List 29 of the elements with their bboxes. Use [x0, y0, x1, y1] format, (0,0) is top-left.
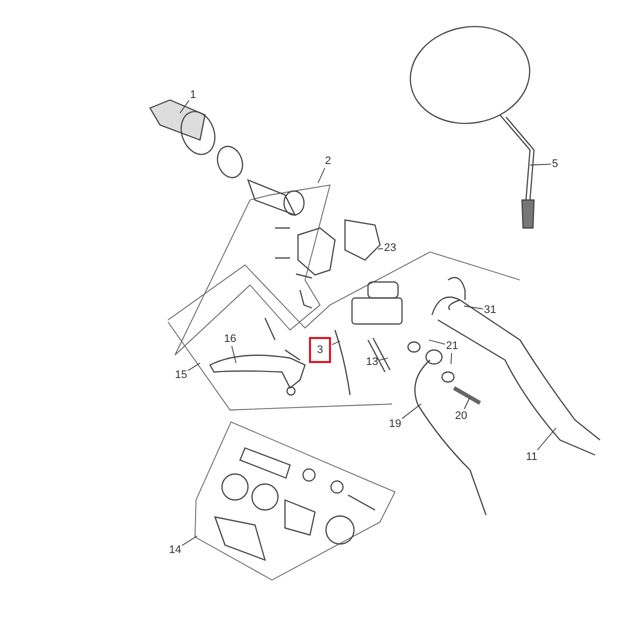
callout-number: 14 [169, 544, 182, 556]
leader-line [464, 396, 470, 410]
leader-line [378, 248, 384, 250]
leader-line [318, 168, 326, 184]
leader-line [332, 340, 340, 346]
callout-number: 20 [455, 410, 468, 422]
leader-line [530, 164, 552, 166]
leader-line [428, 340, 446, 345]
leader-line [378, 358, 388, 361]
leader-line [188, 362, 200, 372]
callout-number: 11 [526, 451, 538, 463]
callout-number: 2 [325, 155, 332, 167]
callout-number: 5 [552, 158, 558, 170]
leader-line [231, 346, 236, 364]
leader-line [464, 306, 484, 310]
callout-number: 13 [366, 356, 378, 368]
callout-number: 1 [190, 89, 196, 101]
leader-line [536, 428, 556, 450]
leader-line [450, 352, 452, 364]
callout-number: 21 [446, 340, 458, 352]
callout-number: 23 [384, 242, 396, 254]
leader-line [180, 100, 190, 114]
callout-number: 31 [484, 304, 496, 316]
callout-number: 3 [309, 337, 332, 363]
leader-line [402, 404, 422, 420]
callout-number: 19 [389, 418, 402, 430]
leader-line [182, 536, 198, 546]
callout-number: 15 [175, 369, 188, 381]
callout-number: 16 [224, 333, 236, 345]
